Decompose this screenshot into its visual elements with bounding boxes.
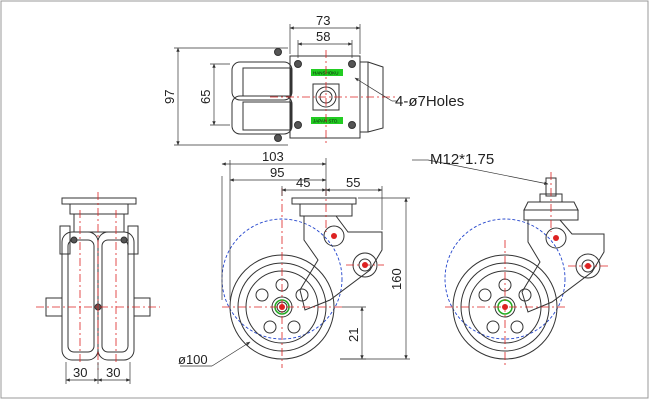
dim-30-right: 30 xyxy=(106,365,120,380)
stem-view xyxy=(444,177,605,360)
dim-55: 55 xyxy=(346,175,360,190)
top-view xyxy=(231,48,384,142)
dim-73: 73 xyxy=(316,13,330,28)
dim-45: 45 xyxy=(296,175,310,190)
stem-view-centerlines xyxy=(445,172,608,368)
dim-65: 65 xyxy=(198,90,213,104)
side-view-dimensions xyxy=(180,158,410,367)
wheel-diameter: ø100 xyxy=(178,352,208,367)
stem-swivel-radius-circle xyxy=(444,218,566,340)
stem-view-callout xyxy=(412,159,549,185)
top-view-centerlines xyxy=(270,50,395,145)
dim-30-left: 30 xyxy=(73,365,87,380)
top-view-dimensions xyxy=(174,24,398,146)
dim-58: 58 xyxy=(316,29,330,44)
dim-160: 160 xyxy=(389,268,404,290)
plate-label-top-box xyxy=(311,69,343,76)
hole-callout: 4-ø7Holes xyxy=(395,93,464,110)
dim-95: 95 xyxy=(270,165,284,180)
dim-97: 97 xyxy=(162,90,177,104)
dim-103: 103 xyxy=(262,149,284,164)
swivel-radius-circle xyxy=(221,218,343,340)
front-view-centerlines xyxy=(36,192,160,370)
dim-21: 21 xyxy=(346,328,361,342)
front-view-dimensions xyxy=(65,362,131,384)
thread-callout: M12*1.75 xyxy=(430,151,494,168)
plate-label-bottom-box xyxy=(311,117,343,124)
